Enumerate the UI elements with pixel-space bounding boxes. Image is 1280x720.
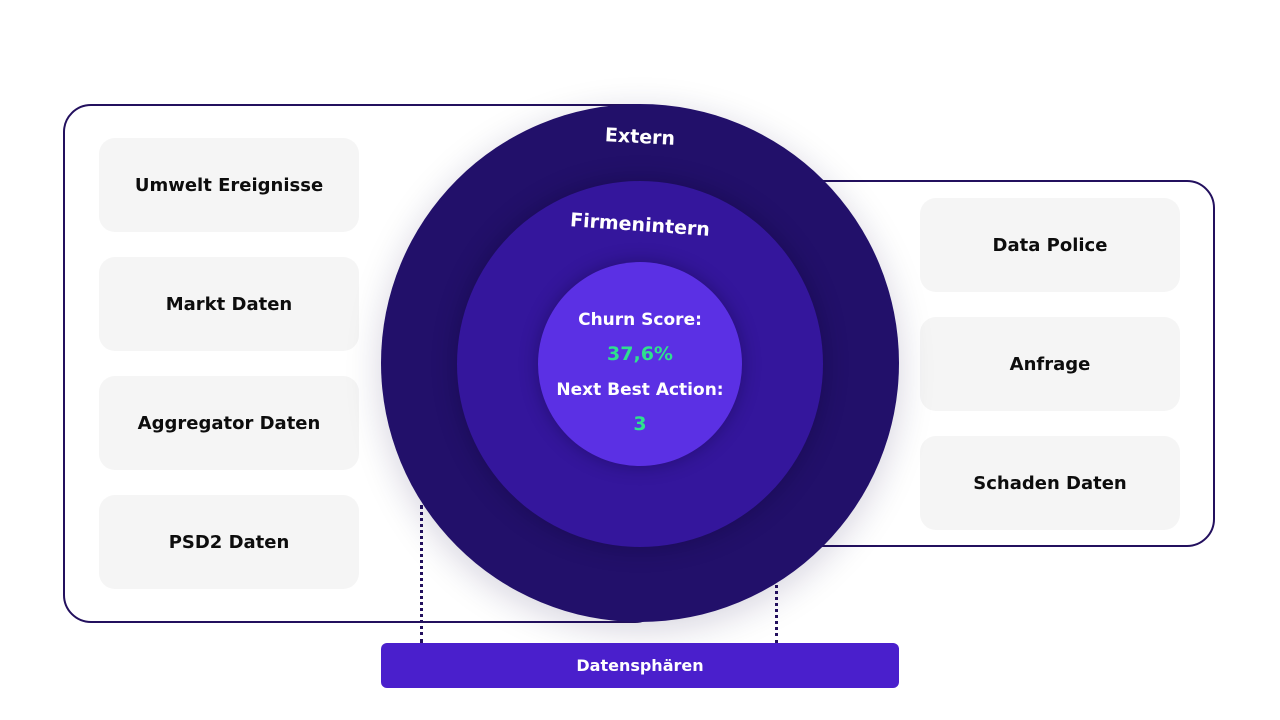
connector-line-left — [420, 505, 423, 643]
source-card-label: Schaden Daten — [973, 472, 1127, 494]
datenspharen-bar: Datensphären — [381, 643, 899, 688]
churn-score-label: Churn Score: — [578, 310, 702, 330]
source-card-label: Aggregator Daten — [137, 412, 321, 434]
source-card-data-police: Data Police — [920, 198, 1180, 292]
next-best-action-label: Next Best Action: — [556, 380, 724, 400]
source-card-label: Markt Daten — [165, 293, 293, 315]
source-card-label: Umwelt Ereignisse — [134, 174, 324, 196]
source-card-umwelt-ereignisse: Umwelt Ereignisse — [99, 138, 359, 232]
source-card-aggregator-daten: Aggregator Daten — [99, 376, 359, 470]
source-card-label: Anfrage — [1009, 353, 1091, 375]
source-card-label: PSD2 Daten — [168, 531, 290, 553]
inner-core — [538, 262, 742, 466]
source-card-psd2-daten: PSD2 Daten — [99, 495, 359, 589]
source-card-markt-daten: Markt Daten — [99, 257, 359, 351]
source-card-label: Data Police — [992, 234, 1108, 256]
next-best-action-value: 3 — [633, 413, 647, 435]
churn-score-value: 37,6% — [607, 343, 673, 365]
datenspharen-label: Datensphären — [576, 656, 704, 675]
source-card-anfrage: Anfrage — [920, 317, 1180, 411]
source-card-schaden-daten: Schaden Daten — [920, 436, 1180, 530]
